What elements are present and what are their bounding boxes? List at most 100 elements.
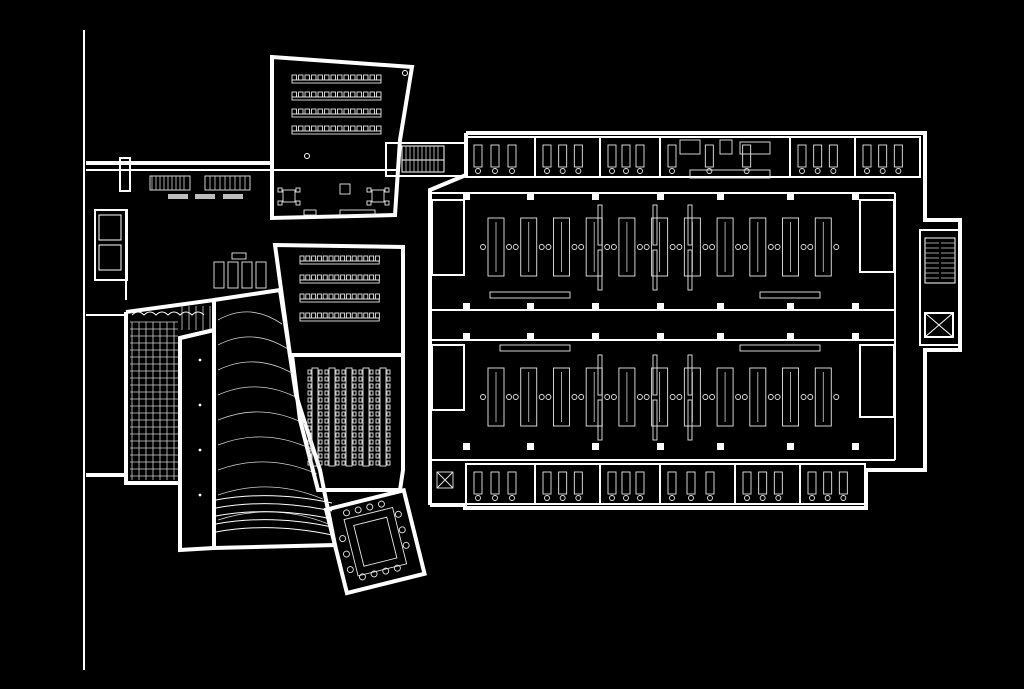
seat-icon: [352, 376, 357, 382]
seat-icon: [317, 108, 323, 115]
desk: [862, 144, 872, 168]
desk: [686, 471, 696, 495]
desk: [797, 144, 807, 168]
seat-icon: [324, 369, 329, 375]
seat-icon: [369, 255, 375, 262]
seat-icon: [369, 383, 374, 389]
seat-icon: [352, 432, 357, 438]
seat-icon: [335, 397, 340, 403]
seat-icon: [636, 394, 643, 400]
seat-icon: [357, 293, 363, 300]
partition: [652, 204, 658, 246]
seat-icon: [307, 418, 312, 424]
desk: [507, 144, 517, 168]
seat-icon: [334, 274, 340, 281]
seat-icon: [386, 376, 391, 382]
seat-icon: [393, 564, 401, 572]
seat-icon: [709, 394, 716, 400]
seat-icon: [358, 432, 363, 438]
seat-icon: [352, 390, 357, 396]
seat-icon: [475, 168, 481, 174]
structural-column: [717, 303, 724, 310]
seat-icon: [298, 108, 304, 115]
seat-icon: [363, 293, 369, 300]
seat-icon: [358, 425, 363, 431]
seat-icon: [299, 293, 305, 300]
partition: [687, 204, 693, 246]
seat-icon: [363, 91, 369, 98]
seat-icon: [807, 394, 814, 400]
seat-icon: [307, 425, 312, 431]
seat-icon: [307, 397, 312, 403]
desk: [705, 471, 715, 495]
seat-icon: [318, 383, 323, 389]
seat-icon: [305, 293, 311, 300]
seat-icon: [305, 255, 311, 262]
seat-icon: [352, 453, 357, 459]
seat-icon: [545, 394, 552, 400]
structural-column: [527, 443, 534, 450]
long-table: [328, 367, 336, 467]
seat-icon: [376, 125, 382, 132]
seat-icon: [824, 495, 831, 501]
seat-icon: [324, 432, 329, 438]
seat-icon: [341, 376, 346, 382]
partition: [597, 249, 603, 291]
seat-icon: [637, 495, 643, 501]
desk: [490, 144, 500, 168]
seat-icon: [354, 506, 362, 514]
seat-icon: [369, 460, 374, 466]
seat-icon: [335, 369, 340, 375]
structural-column: [657, 303, 664, 310]
seat-icon: [343, 509, 350, 517]
seat-icon: [386, 369, 391, 375]
seat-icon: [304, 91, 310, 98]
seat-icon: [341, 383, 346, 389]
seat-icon: [369, 439, 374, 445]
seat-icon: [636, 244, 643, 250]
lab-bench: [651, 217, 669, 277]
seat-icon: [324, 108, 330, 115]
partition: [652, 249, 658, 291]
desk: [542, 471, 552, 495]
seat-icon: [358, 404, 363, 410]
seat-icon: [609, 495, 615, 501]
partition: [687, 354, 693, 396]
seat-icon: [352, 369, 357, 375]
seat-icon: [376, 74, 382, 81]
seat-icon: [307, 376, 312, 382]
seat-icon: [341, 404, 346, 410]
seat-icon: [369, 91, 375, 98]
seat-icon: [351, 255, 357, 262]
seat-icon: [864, 168, 870, 174]
seat-icon: [623, 495, 629, 501]
auditorium-tier: [217, 486, 323, 500]
seat-icon: [637, 168, 643, 174]
seat-icon: [669, 394, 676, 400]
seat-icon: [317, 74, 323, 81]
desk: [558, 144, 568, 168]
seat-icon: [398, 526, 406, 534]
desk: [621, 471, 631, 495]
long-table: [362, 367, 370, 467]
seat-icon: [386, 397, 391, 403]
seat-icon: [643, 244, 650, 250]
conference-room: [323, 487, 427, 596]
seat-icon: [324, 446, 329, 452]
seat-icon: [800, 244, 807, 250]
seat-icon: [774, 394, 781, 400]
structural-column: [592, 333, 599, 340]
seat-icon: [363, 312, 369, 319]
desk: [807, 471, 817, 495]
seat-icon: [386, 446, 391, 452]
seat-icon: [298, 74, 304, 81]
seat-icon: [311, 293, 317, 300]
seat-icon: [369, 390, 374, 396]
structural-column: [657, 193, 664, 200]
seat-row-desk: [299, 260, 380, 265]
lab-bench: [553, 367, 570, 427]
seat-icon: [402, 541, 410, 549]
seat-icon: [341, 397, 346, 403]
seat-icon: [316, 312, 322, 319]
